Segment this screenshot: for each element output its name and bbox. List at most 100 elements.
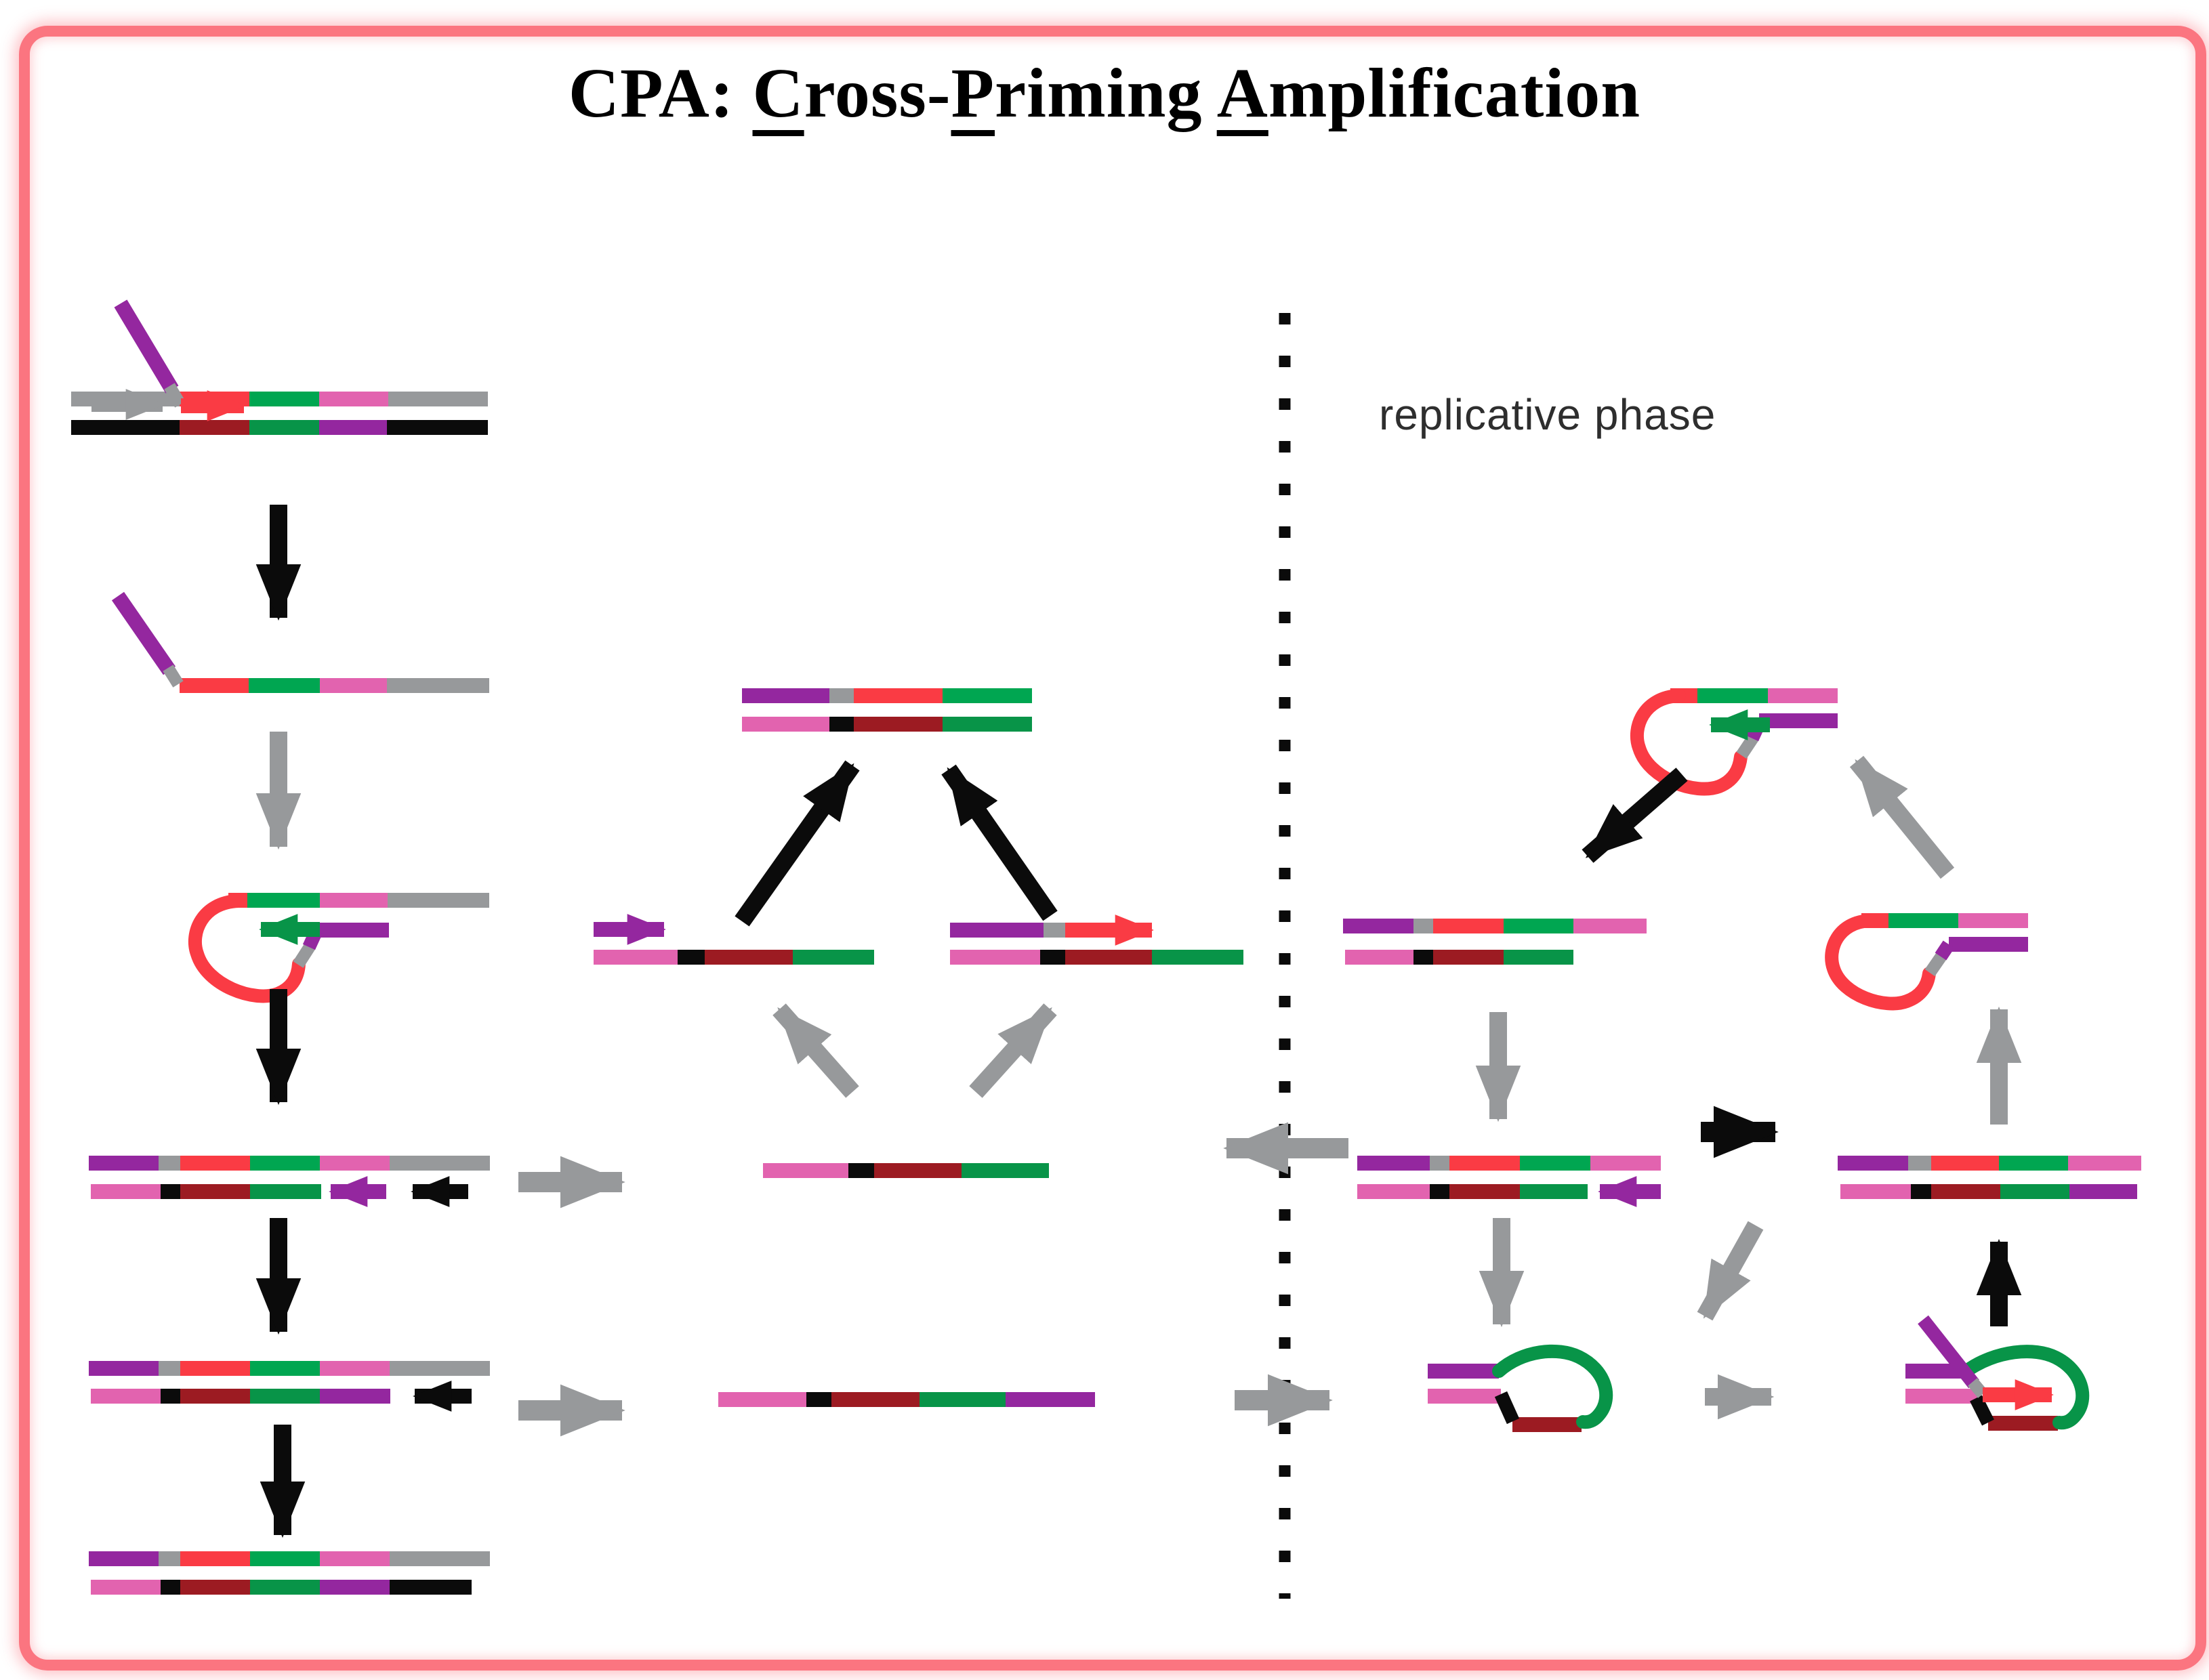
strand-segment-green: [250, 1156, 320, 1171]
strand-segment-pink: [950, 950, 1040, 965]
purple-primer-tail: [1918, 1315, 1979, 1389]
purple-primer-tail: [114, 299, 179, 394]
strand-segment-purple: [1759, 713, 1838, 728]
gray-primer-tip: [164, 383, 186, 408]
strand-segment-purple: [89, 1361, 159, 1376]
strand-segment-dgreen: [793, 950, 874, 965]
strand-segment-dgreen: [250, 1389, 320, 1404]
gray-up-left-arrow: [772, 1003, 859, 1098]
duplex1-top-strand: [89, 1156, 490, 1171]
strand-segment-pink: [1840, 1184, 1911, 1199]
gray-primer-tip: [1968, 1378, 1987, 1398]
strand-segment-purple: [950, 923, 1044, 938]
strand-segment-black: [161, 1580, 180, 1595]
strand-segment-black: [71, 420, 180, 435]
strand-segment-green: [249, 678, 320, 693]
amplicon-duplex-bottom-strand: [742, 717, 1032, 732]
strand-segment-pink: [1345, 950, 1413, 965]
cross-primer-bar-right: [950, 923, 1065, 938]
strand-segment-purple: [2069, 1184, 2137, 1199]
strand-segment-gray: [829, 688, 854, 703]
strand-segment-pink: [320, 1361, 390, 1376]
replicative-duplex1-bottom-strand: [1345, 950, 1573, 965]
hairpin2-purple-strand: [1905, 1364, 1961, 1379]
strand-segment-black: [387, 420, 488, 435]
strand-segment-pink: [2068, 1156, 2141, 1171]
replicative-duplex1-top-strand: [1343, 919, 1647, 933]
strand-segment-gray: [159, 1156, 180, 1171]
long-single-strand: [718, 1392, 1095, 1407]
strand-segment-darkred: [1931, 1184, 2000, 1199]
strand-segment-green: [249, 392, 319, 406]
strand-segment-dgreen: [962, 1163, 1049, 1178]
duplex3-top-strand: [89, 1551, 490, 1566]
strand-segment-black: [1413, 950, 1433, 965]
strand-segment-black: [806, 1392, 831, 1407]
strand-segment-purple: [1905, 1364, 1961, 1379]
strand-segment-red: [180, 1551, 250, 1566]
strand-segment-darkred: [854, 717, 943, 732]
strand-segment-pink: [320, 678, 387, 693]
cross-primer-template-left: [594, 950, 874, 965]
strand-segment-purple: [89, 1156, 159, 1171]
strand-segment-purple: [319, 420, 387, 435]
black-up-right-arrow: [735, 760, 860, 927]
strand-segment-purple: [1838, 1156, 1908, 1171]
strand-segment-purple: [320, 1580, 390, 1595]
strand-segment-purple: [1343, 919, 1413, 933]
strand-segment-black: [390, 1580, 472, 1595]
strand-segment-darkred: [831, 1392, 920, 1407]
strand-segment-green: [250, 1361, 320, 1376]
hairpin2-darkred-strand: [1988, 1416, 2058, 1431]
amplicon-duplex-top-strand: [742, 688, 1032, 703]
strand-segment-red: [1449, 1156, 1520, 1171]
title-underlined-a: A: [1216, 54, 1268, 132]
strand-segment-red: [180, 1361, 250, 1376]
displaced-single-strand: [180, 678, 489, 693]
replicative-loop-purple-strand: [1759, 713, 1838, 728]
strand-segment-gray: [390, 1551, 490, 1566]
strand-segment-green: [1520, 1156, 1590, 1171]
green-loop: [1492, 1344, 1613, 1429]
duplex2-bottom-strand: [91, 1389, 390, 1404]
duplex2-top-strand: [89, 1361, 490, 1376]
strand-segment-gray: [388, 392, 488, 406]
strand-segment-pink: [320, 1156, 390, 1171]
strand-segment-gray: [1044, 923, 1065, 938]
strand-segment-dgreen: [943, 717, 1032, 732]
strand-segment-pink: [319, 392, 388, 406]
strand-segment-green: [247, 893, 320, 908]
strand-segment-gray: [390, 1361, 490, 1376]
title-prefix: CPA:: [568, 54, 753, 132]
gray-joint: [293, 942, 316, 968]
title-word3: mplification: [1268, 54, 1641, 132]
strand-segment-pink: [1573, 919, 1647, 933]
small-loop-purple-strand: [1949, 937, 2028, 952]
black-up-left-arrow: [941, 764, 1058, 921]
strand-segment-dgreen: [2000, 1184, 2069, 1199]
strand-segment-pink: [1768, 688, 1838, 703]
hairpin1-darkred-strand: [1512, 1417, 1582, 1432]
green-hairpin-structure-1: [1492, 1344, 1613, 1429]
single-strand-intermediate: [763, 1163, 1049, 1178]
gray-down-left-arrow: [1697, 1221, 1764, 1321]
small-loop-structure: [1825, 914, 1955, 1011]
black-joint: [1970, 1395, 1994, 1426]
loop-structure-top-strand: [228, 893, 489, 908]
replicative-duplex3-top-strand: [1838, 1156, 2141, 1171]
strand-segment-green: [1504, 919, 1573, 933]
green-hairpin-structure-2: [1918, 1315, 2090, 1430]
strand-segment-darkred: [180, 1184, 250, 1199]
strand-segment-purple: [89, 1551, 159, 1566]
strand-segment-pink: [594, 950, 678, 965]
strand-segment-purple: [320, 1389, 390, 1404]
gray-joint: [1736, 734, 1759, 759]
strand-segment-dgreen: [250, 1184, 321, 1199]
figure-border: [19, 26, 2206, 1671]
red-loop: [1630, 689, 1748, 796]
strand-segment-darkred: [180, 1580, 250, 1595]
gray-up-left-arrow-to-loop: [1849, 755, 1955, 879]
strand-segment-purple: [1357, 1156, 1430, 1171]
template-primer-complex: [91, 299, 246, 421]
strand-segment-dgreen: [1152, 950, 1243, 965]
